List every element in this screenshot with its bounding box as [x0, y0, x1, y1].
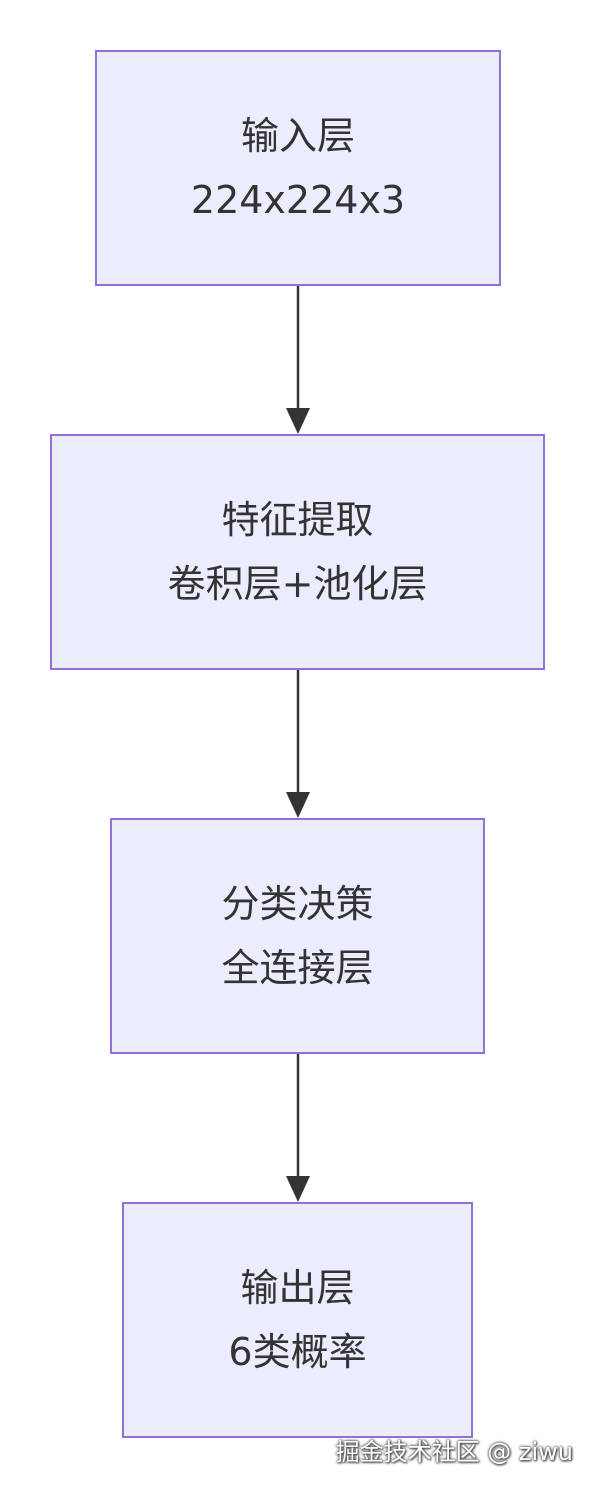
arrowhead-icon	[286, 792, 310, 818]
node-output-layer: 输出层 6类概率	[122, 1202, 473, 1438]
node-input-layer: 输入层 224x224x3	[95, 50, 501, 286]
arrowhead-icon	[286, 1176, 310, 1202]
arrowhead-icon	[286, 408, 310, 434]
node-output-title: 输出层	[240, 1266, 355, 1310]
node-classify-detail: 全连接层	[221, 946, 374, 990]
node-classification: 分类决策 全连接层	[110, 818, 485, 1054]
node-feature-detail: 卷积层+池化层	[167, 562, 428, 606]
node-classify-title: 分类决策	[221, 882, 374, 926]
node-feature-title: 特征提取	[221, 498, 374, 542]
node-feature-extraction: 特征提取 卷积层+池化层	[50, 434, 545, 670]
node-output-detail: 6类概率	[228, 1330, 367, 1374]
watermark: 掘金技术社区 @ ziwu	[335, 1438, 573, 1466]
node-input-detail: 224x224x3	[190, 178, 406, 222]
node-input-title: 输入层	[240, 114, 355, 158]
